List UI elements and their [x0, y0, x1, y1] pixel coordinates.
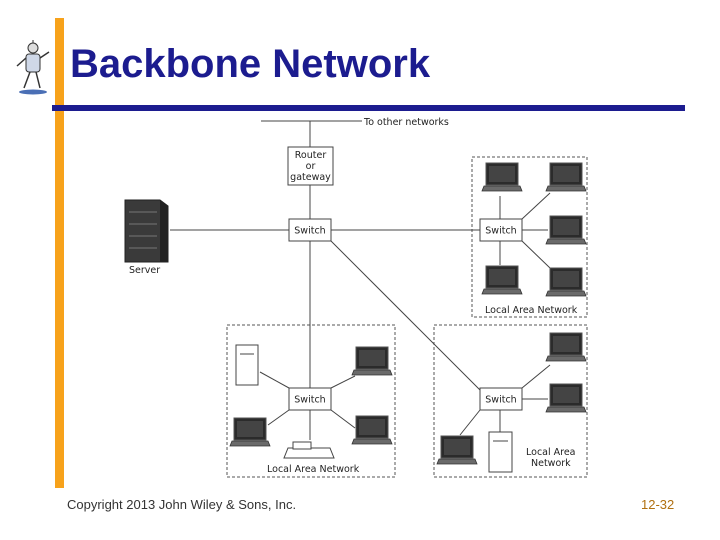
router-label-line2: or [306, 161, 316, 172]
copyright-text: Copyright 2013 John Wiley & Sons, Inc. [67, 497, 297, 512]
lan-top-right-label: Local Area Network [485, 305, 578, 316]
lan-box-top-right [471, 156, 588, 318]
slide-title: Backbone Network [70, 42, 431, 86]
router-box [287, 146, 334, 186]
server-icon [124, 199, 169, 263]
lan-box-bottom-right [433, 324, 588, 478]
router-label-line1: Router [295, 150, 327, 161]
laptop-icon [545, 267, 587, 297]
laptop-icon [545, 383, 587, 413]
laptop-icon [481, 162, 523, 192]
laptop-icon [545, 332, 587, 362]
laptop-icon [545, 162, 587, 192]
switch-bottom-left-label: Switch [294, 395, 325, 406]
lan-bottom-left-label: Local Area Network [267, 464, 360, 475]
desktop-tower-icon [488, 431, 513, 473]
accent-bar-vertical [55, 18, 64, 488]
switch-top-right [479, 218, 523, 242]
title-underline [52, 105, 685, 111]
laptop-icon [481, 265, 523, 295]
lan-bottom-right-label-line1: Local Area [526, 447, 576, 458]
laptop-icon [351, 415, 393, 445]
laptop-icon [436, 435, 478, 465]
laptop-icon [351, 346, 393, 376]
switch-bottom-right [479, 387, 523, 411]
switch-top-right-label: Switch [485, 226, 516, 237]
printer-icon [283, 441, 335, 459]
switch-backbone-label: Switch [294, 226, 325, 237]
server-label: Server [129, 265, 160, 276]
switch-bottom-left [288, 387, 332, 411]
other-networks-label: To other networks [363, 117, 449, 128]
robot-mascot-icon [16, 40, 50, 95]
laptop-icon [545, 215, 587, 245]
lan-bottom-right-label-line2: Network [531, 458, 571, 469]
desktop-tower-icon [235, 344, 259, 386]
page-number: 12-32 [641, 497, 675, 512]
switch-bottom-right-label: Switch [485, 395, 516, 406]
switch-backbone [288, 218, 332, 242]
laptop-icon [229, 417, 271, 447]
router-label-line3: gateway [290, 172, 331, 183]
